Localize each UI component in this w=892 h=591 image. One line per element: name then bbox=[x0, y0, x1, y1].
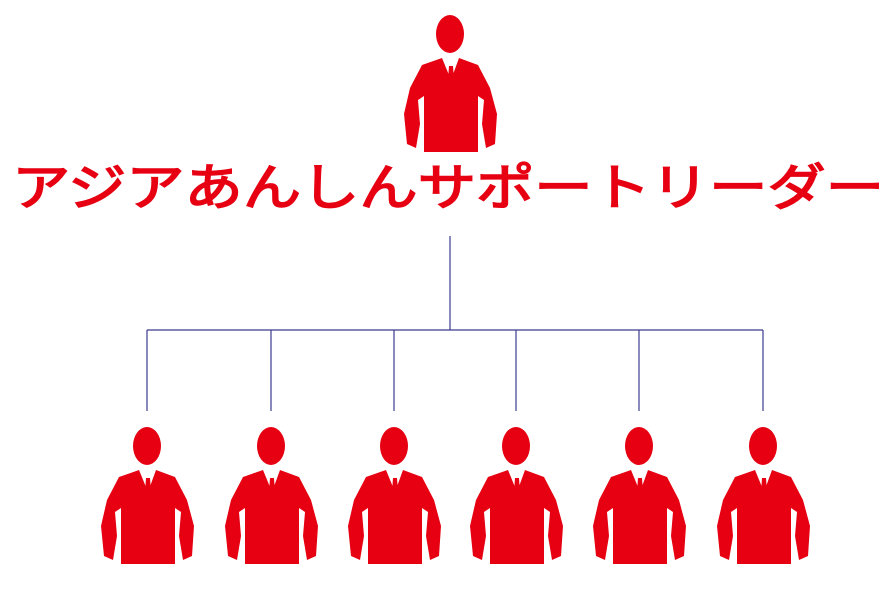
member-person-icon bbox=[470, 427, 563, 564]
member-person-icon bbox=[225, 427, 318, 564]
connector-lines bbox=[146, 236, 764, 411]
member-person-icon bbox=[717, 427, 810, 564]
member-person-icon bbox=[348, 427, 441, 564]
leader-person-icon bbox=[404, 15, 497, 152]
member-person-icon bbox=[593, 427, 686, 564]
title: アジアあんしんサポートリーダー bbox=[12, 158, 884, 217]
member-person-icon bbox=[101, 427, 194, 564]
